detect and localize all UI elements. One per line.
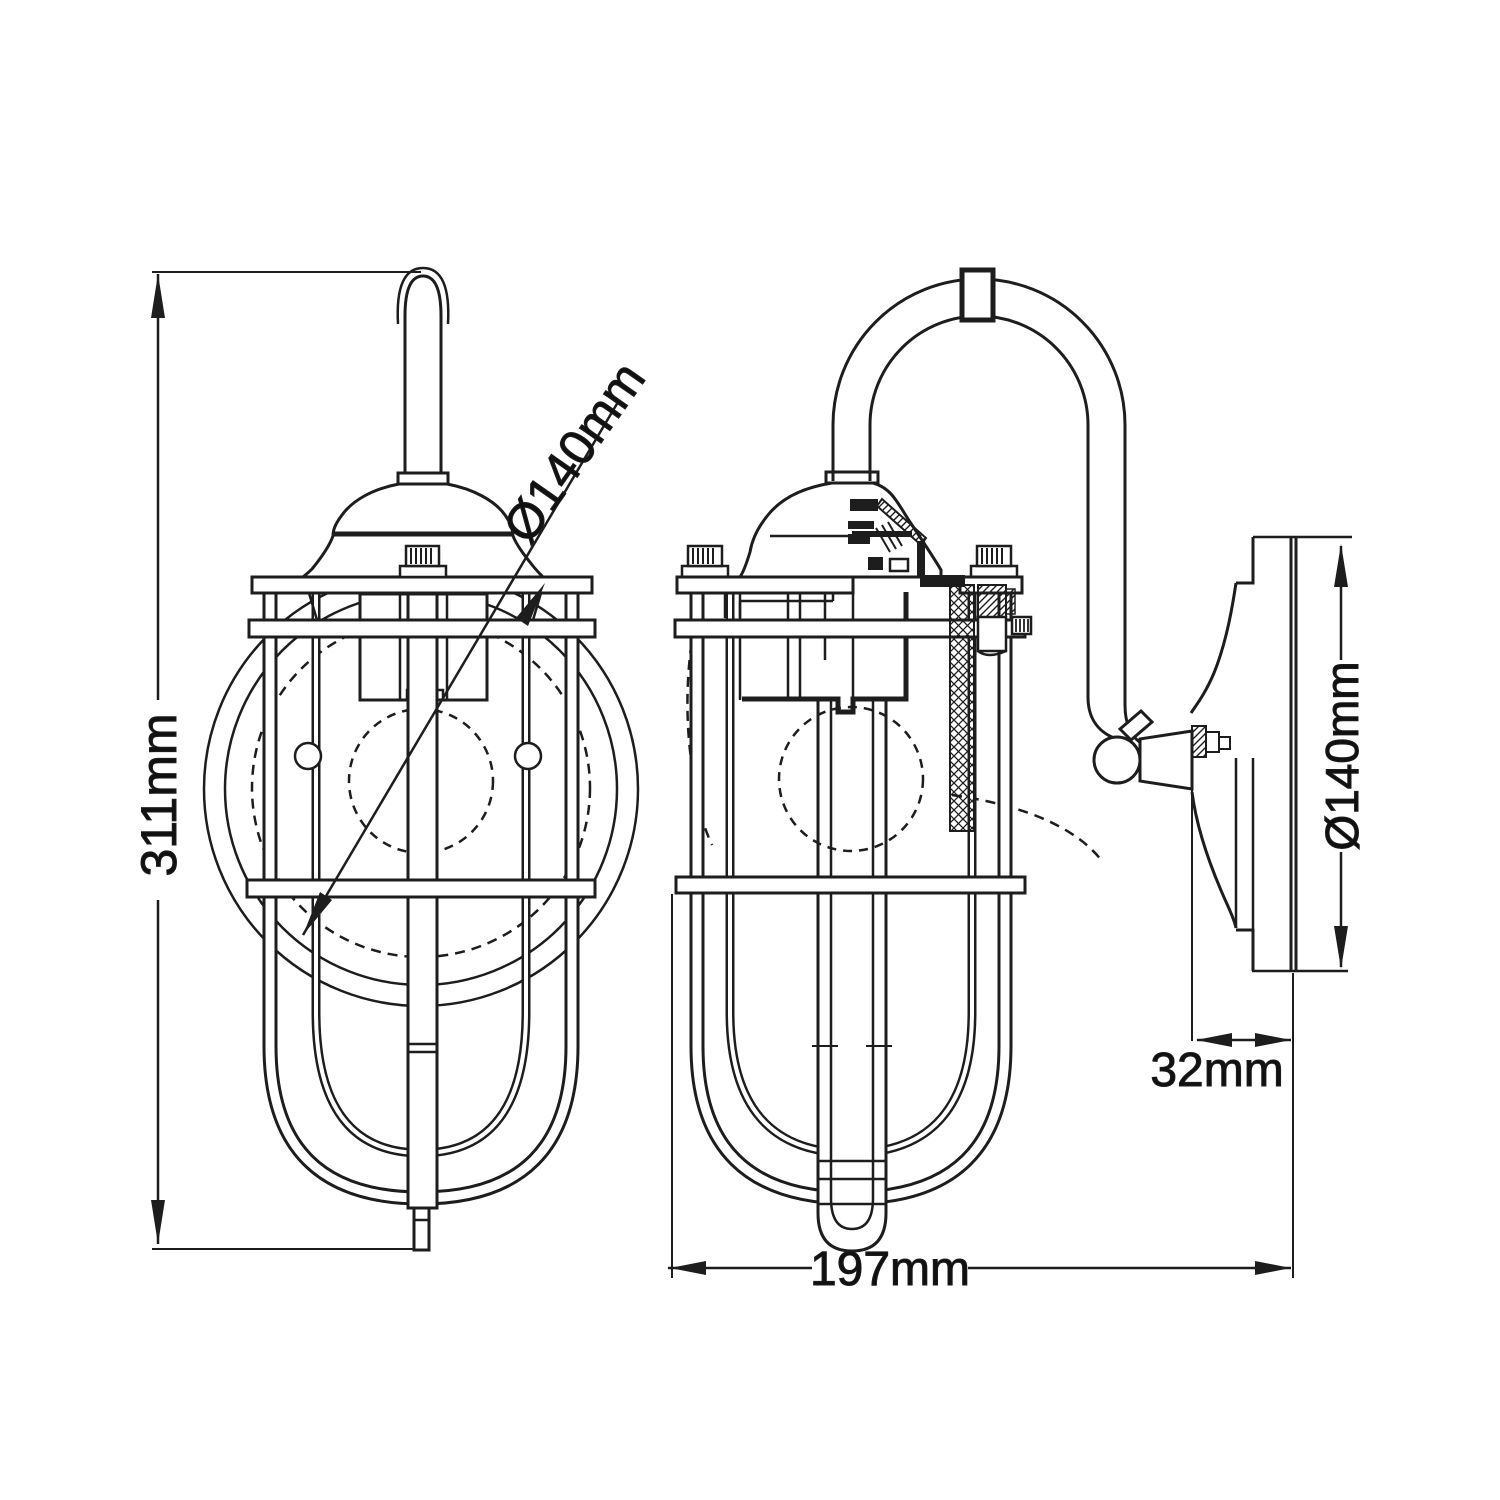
dim-overall-height: 311mm (131, 271, 421, 1250)
wall-backplate-outline (1189, 535, 1352, 973)
dim-arrow-right (1255, 1261, 1291, 1275)
lamp-socket-section (738, 592, 910, 715)
dim-arrow-left (670, 1261, 706, 1275)
extension-line (152, 271, 421, 1250)
dim-cage-diameter-label: Ø140mm (492, 352, 656, 553)
dim-projection: 197mm (668, 894, 1294, 1297)
backplate-profile (1092, 535, 1352, 973)
glass-globe-outline (250, 617, 592, 959)
dim-arrow-left (1196, 1033, 1232, 1047)
bottom-finial-knob (412, 1206, 431, 1252)
dim-arrow-down (151, 1200, 165, 1244)
cap-skirt (307, 592, 543, 621)
finial-stem (403, 274, 443, 473)
cage-ring-bottom-side (674, 875, 1027, 895)
mounting-screw-right (513, 741, 543, 771)
side-view (673, 267, 1167, 1253)
dim-projection-label: 197mm (810, 1243, 970, 1296)
stem-collar (396, 471, 450, 486)
dim-arrow-up (1334, 544, 1348, 587)
dim-arrow-down (1334, 926, 1348, 969)
wall-joint (1092, 708, 1231, 791)
thumb-screw-side-left (680, 544, 730, 579)
dim-backplate-diameter: Ø140mm (1316, 544, 1369, 969)
gooseneck-arm (831, 267, 1167, 754)
dim-overall-height-label: 311mm (131, 713, 187, 876)
arm-mount-block (959, 267, 996, 323)
dim-line (301, 401, 620, 936)
dim-backplate-depth-label: 32mm (1150, 1044, 1283, 1097)
dim-arrow-up (151, 274, 165, 318)
dim-arrow-lower (303, 892, 332, 935)
backplate-dome-dashed (951, 793, 1103, 862)
dim-backplate-diameter-label: Ø140mm (1316, 661, 1368, 850)
finial-cap-outline (396, 266, 450, 325)
cage-center-tube-side (812, 594, 892, 1253)
bulb-outline-side (777, 705, 925, 853)
cage-ring-bottom (245, 878, 597, 899)
lamp-cap (299, 482, 547, 579)
cage-ring-top-side-left (675, 575, 855, 595)
cage-ring-middle (247, 618, 597, 639)
wall-bracket-section (920, 575, 1033, 832)
cage-center-stem (406, 592, 439, 1252)
dim-arrow-upper (516, 583, 545, 626)
thumb-screw-side-right (969, 544, 1019, 579)
dim-arrow-right (1255, 1033, 1291, 1047)
thumb-screw (398, 544, 448, 579)
stem-collar-side (824, 470, 880, 485)
extension-line (671, 894, 1294, 1278)
cap-skirt-side (723, 593, 835, 618)
mounting-screw-left (293, 741, 323, 771)
dim-backplate-depth: 32mm (1150, 757, 1291, 1098)
socket-section-details (848, 497, 928, 577)
